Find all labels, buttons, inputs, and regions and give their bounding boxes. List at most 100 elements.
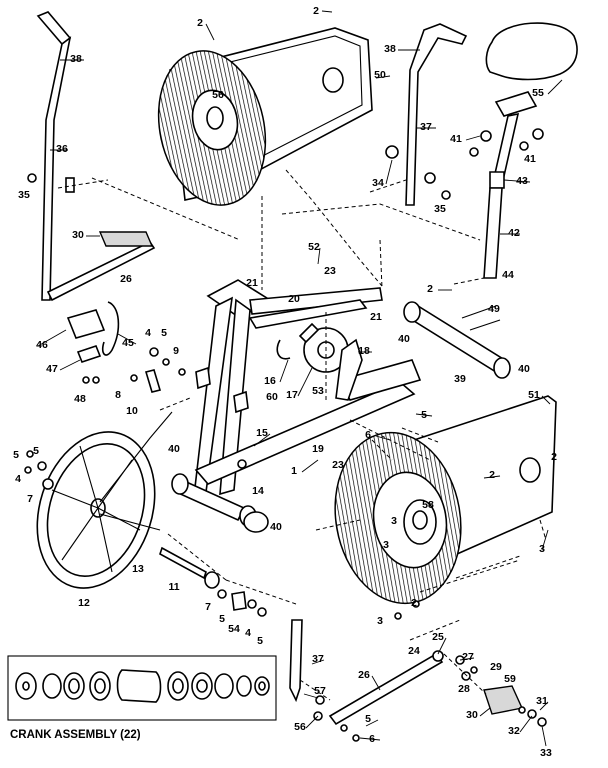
- callout-number: 56: [212, 89, 224, 101]
- callout-number: 21: [246, 277, 258, 289]
- lower-post: [289, 619, 303, 703]
- callout-number: 15: [256, 427, 268, 439]
- left-handlebar: [27, 11, 75, 301]
- leader-line: [253, 433, 271, 447]
- callout-number: 41: [450, 133, 462, 145]
- leader-line: [321, 10, 333, 13]
- leader-line: [297, 367, 313, 397]
- lower-flywheel-guard: [334, 395, 557, 620]
- leader-line: [519, 715, 533, 733]
- callout-number: 3: [391, 515, 397, 527]
- leader-line: [541, 529, 549, 551]
- callout-number: 7: [205, 601, 211, 613]
- leader-line: [59, 359, 81, 371]
- leader-line: [385, 159, 393, 185]
- leader-line: [311, 659, 325, 665]
- callout-number: 25: [432, 631, 444, 643]
- callout-number: 7: [27, 493, 33, 505]
- callout-number: 23: [332, 459, 344, 471]
- callout-number: 28: [458, 683, 470, 695]
- callout-number: 40: [270, 521, 282, 533]
- leader-line: [459, 657, 475, 661]
- callout-number: 40: [518, 363, 530, 375]
- leader-line: [503, 179, 531, 183]
- leader-line: [371, 675, 381, 691]
- callout-number: 49: [488, 303, 500, 315]
- crank-assembly-box: [7, 655, 277, 721]
- callout-number: 18: [358, 345, 370, 357]
- leader-line: [303, 693, 319, 699]
- leader-line: [547, 79, 563, 95]
- leader-line: [37, 329, 67, 347]
- callout-number: 32: [508, 725, 520, 737]
- leader-line: [375, 435, 391, 441]
- leader-line: [359, 737, 381, 741]
- console-parts: [66, 301, 186, 393]
- callout-number: 38: [70, 53, 82, 65]
- callout-number: 4: [15, 473, 21, 485]
- callout-number: 17: [286, 389, 298, 401]
- callout-number: 5: [33, 445, 39, 457]
- leader-line: [479, 707, 491, 717]
- callout-number: 36: [56, 143, 68, 155]
- main-frame: [171, 279, 422, 527]
- callout-number: 40: [398, 333, 410, 345]
- crank-assembly-caption: CRANK ASSEMBLY (22): [10, 729, 141, 741]
- front-stabilizer-caps: [243, 511, 269, 533]
- callout-number: 41: [524, 153, 536, 165]
- callout-number: 16: [264, 375, 276, 387]
- right-pedal-arm: [313, 650, 547, 742]
- callout-number: 37: [420, 121, 432, 133]
- leader-line: [365, 719, 379, 727]
- leader-line: [483, 475, 501, 479]
- leader-line: [279, 359, 289, 383]
- callout-number: 38: [384, 43, 396, 55]
- callout-number: 40: [168, 443, 180, 455]
- upper-chain-guard: [157, 27, 373, 206]
- callout-number: 3: [377, 615, 383, 627]
- leader-line: [375, 75, 391, 79]
- leader-line: [539, 701, 549, 711]
- belt-pulley: [24, 411, 173, 589]
- callout-number: 19: [312, 443, 324, 455]
- callout-number: 58: [422, 499, 434, 511]
- callout-number: 2: [411, 597, 417, 609]
- callout-number: 45: [122, 337, 134, 349]
- callout-number: 53: [312, 385, 324, 397]
- assembly-lines: [57, 169, 547, 701]
- callout-number: 39: [454, 373, 466, 385]
- callout-number: 48: [74, 393, 86, 405]
- callout-number: 6: [365, 429, 371, 441]
- leader-line: [415, 413, 433, 417]
- callout-number: 8: [115, 389, 121, 401]
- callout-number: 2: [489, 469, 495, 481]
- callout-number: 47: [46, 363, 58, 375]
- leader-line: [117, 333, 137, 345]
- callout-number: 37: [312, 653, 324, 665]
- callout-number: 59: [504, 673, 516, 685]
- callout-number: 1: [291, 465, 297, 477]
- callout-number: 54: [228, 623, 240, 635]
- callout-number: 21: [370, 311, 382, 323]
- callout-number: 29: [490, 661, 502, 673]
- callout-number: 2: [313, 5, 319, 17]
- leader-line: [301, 459, 319, 473]
- callout-number: 56: [294, 721, 306, 733]
- callout-number: 5: [13, 449, 19, 461]
- callout-number: 10: [126, 405, 138, 417]
- callout-number: 5: [365, 713, 371, 725]
- callout-number: 31: [536, 695, 548, 707]
- callout-number: 2: [427, 283, 433, 295]
- callout-number: 26: [120, 273, 132, 285]
- callout-number: 35: [18, 189, 30, 201]
- rear-stabilizer: [403, 301, 511, 379]
- callout-number: 4: [145, 327, 151, 339]
- callout-number: 33: [540, 747, 552, 759]
- callout-number: 4: [245, 627, 251, 639]
- callout-number: 57: [314, 685, 326, 697]
- callout-number: 9: [173, 345, 179, 357]
- callout-number: 30: [72, 229, 84, 241]
- callout-number: 55: [532, 87, 544, 99]
- callout-number: 26: [358, 669, 370, 681]
